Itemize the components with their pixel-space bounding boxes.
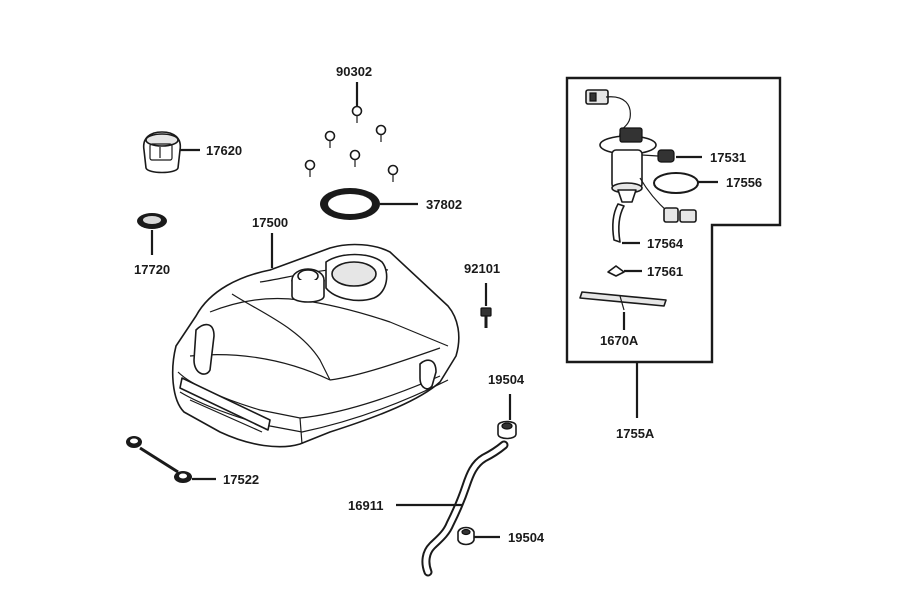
hose-16911 xyxy=(421,440,509,577)
label-17556: 17556 xyxy=(726,175,762,190)
clip-17561 xyxy=(607,265,625,277)
label-17522: 17522 xyxy=(223,472,259,487)
fuel-tank-17500 xyxy=(171,243,460,448)
fuel-pump-assembly-box xyxy=(565,76,782,364)
clamp-19504-upper xyxy=(497,420,517,440)
screws-90302 xyxy=(304,105,399,182)
label-17720: 17720 xyxy=(134,262,170,277)
label-17620: 17620 xyxy=(206,143,242,158)
seal-17720 xyxy=(137,213,167,229)
label-1670A: 1670A xyxy=(600,333,639,348)
label-17500: 17500 xyxy=(252,215,288,230)
label-19504-upper: 19504 xyxy=(488,372,525,387)
label-16911: 16911 xyxy=(348,498,383,513)
label-90302: 90302 xyxy=(336,64,372,79)
pump-secondary-connector xyxy=(639,177,697,223)
label-17531: 17531 xyxy=(710,150,746,165)
label-19504-lower: 19504 xyxy=(508,530,545,545)
label-17561: 17561 xyxy=(647,264,683,279)
fuel-pump-head xyxy=(599,127,657,203)
hose-17564 xyxy=(612,203,625,243)
filter-1670A xyxy=(579,291,667,311)
sensor-17531 xyxy=(641,149,675,163)
label-37802: 37802 xyxy=(426,197,462,212)
pump-connector xyxy=(585,89,631,139)
label-1755A: 1755A xyxy=(616,426,655,441)
clamp-19504-lower xyxy=(457,526,475,546)
label-17564: 17564 xyxy=(647,236,684,251)
seal-ring-17556 xyxy=(653,172,699,194)
bolt-92101 xyxy=(480,307,492,328)
label-92101: 92101 xyxy=(464,261,500,276)
gasket-37802 xyxy=(320,188,380,220)
fuel-cap-17620 xyxy=(142,131,182,174)
drain-hose-17522 xyxy=(126,436,192,483)
